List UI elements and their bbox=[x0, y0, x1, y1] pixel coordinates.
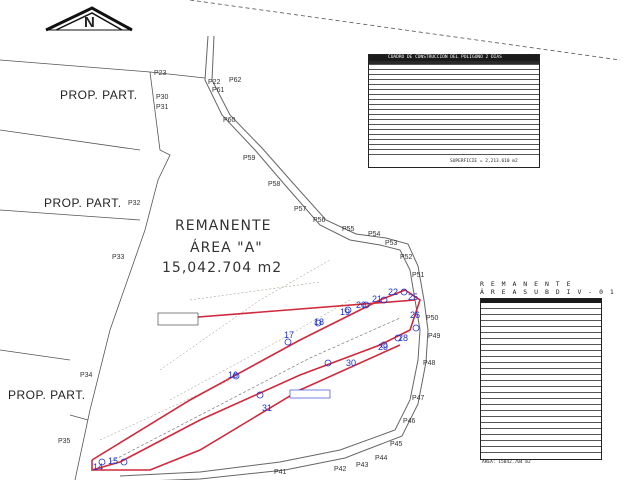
construction-table-title: CUADRO DE CONSTRUCCION DEL POLIGONO 2 DI… bbox=[388, 55, 502, 60]
point-label: P50 bbox=[426, 315, 439, 322]
point-label: P46 bbox=[403, 418, 416, 425]
point-label: P22 bbox=[208, 79, 221, 86]
point-label: P23 bbox=[154, 70, 167, 77]
remanente-table bbox=[480, 298, 602, 460]
vertex-label: 21 bbox=[372, 294, 383, 304]
point-label: P60 bbox=[223, 117, 236, 124]
vertex-label: 14 bbox=[93, 462, 104, 472]
vertex-label: 20 bbox=[356, 300, 367, 310]
construction-table bbox=[368, 54, 540, 168]
neighbor-label-3: PROP. PART. bbox=[8, 388, 86, 402]
point-label: P33 bbox=[112, 254, 125, 261]
point-label: P58 bbox=[268, 181, 281, 188]
point-label: P41 bbox=[274, 469, 287, 476]
vertex-label: 22 bbox=[388, 287, 399, 297]
point-label: P35 bbox=[58, 438, 71, 445]
point-label: P57 bbox=[294, 206, 307, 213]
vertex-label: 30 bbox=[346, 358, 357, 368]
road-outline bbox=[119, 35, 429, 480]
context-lines bbox=[99, 259, 351, 441]
vertex-label: 25 bbox=[408, 292, 419, 302]
point-label: P45 bbox=[390, 441, 403, 448]
vertex-label: 31 bbox=[262, 403, 273, 413]
point-label: P52 bbox=[400, 254, 413, 261]
point-label: P44 bbox=[375, 455, 388, 462]
point-label: P51 bbox=[412, 272, 425, 279]
point-label: P47 bbox=[412, 395, 425, 402]
vertex-markers bbox=[98, 288, 420, 466]
remanente-table-footer: ÁREA: 15042.704 m2 bbox=[482, 460, 531, 465]
vertex-label: 28 bbox=[398, 333, 409, 343]
vertex-label: 18 bbox=[314, 317, 325, 327]
vertex-label: 15 bbox=[108, 456, 119, 466]
point-label: P32 bbox=[128, 200, 141, 207]
point-label: P31 bbox=[156, 104, 169, 111]
point-label: P30 bbox=[156, 94, 169, 101]
subdivision-polygon bbox=[91, 289, 421, 472]
point-label: P43 bbox=[356, 462, 369, 469]
neighbor-label-1: PROP. PART. bbox=[60, 88, 138, 102]
vertex-label: 16 bbox=[228, 370, 239, 380]
point-label: P53 bbox=[385, 240, 398, 247]
point-label: P56 bbox=[313, 217, 326, 224]
point-label: P62 bbox=[229, 77, 242, 84]
point-label: P48 bbox=[423, 360, 436, 367]
neighbor-label-2: PROP. PART. bbox=[44, 196, 122, 210]
vertex-label: 17 bbox=[284, 330, 295, 340]
point-label: P34 bbox=[80, 372, 93, 379]
area-value: 15,042.704 m2 bbox=[162, 260, 283, 276]
point-label: P61 bbox=[212, 87, 225, 94]
north-arrow-icon bbox=[45, 6, 133, 32]
construction-table-footer: SUPERFICIE = 2,213.610 m2 bbox=[450, 159, 518, 164]
remanente-table-title: R E M A N E N T E bbox=[480, 280, 573, 288]
point-label: P42 bbox=[334, 466, 347, 473]
vertex-label: 29 bbox=[378, 342, 389, 352]
vertex-label: 19 bbox=[340, 307, 351, 317]
point-label: P54 bbox=[368, 231, 381, 238]
north-letter: N bbox=[84, 14, 95, 31]
remanente-title: REMANENTE bbox=[175, 218, 272, 234]
property-boundaries bbox=[0, 0, 621, 480]
area-name: ÁREA "A" bbox=[190, 240, 263, 256]
vertex-label: 26 bbox=[410, 310, 421, 320]
annotation-boxes bbox=[157, 312, 331, 399]
polygon-axis bbox=[109, 317, 401, 463]
point-label: P55 bbox=[342, 226, 355, 233]
remanente-table-subtitle: Á R E A S U B D I V - 0 1 bbox=[480, 288, 616, 296]
point-label: P59 bbox=[243, 155, 256, 162]
point-label: P49 bbox=[428, 333, 441, 340]
